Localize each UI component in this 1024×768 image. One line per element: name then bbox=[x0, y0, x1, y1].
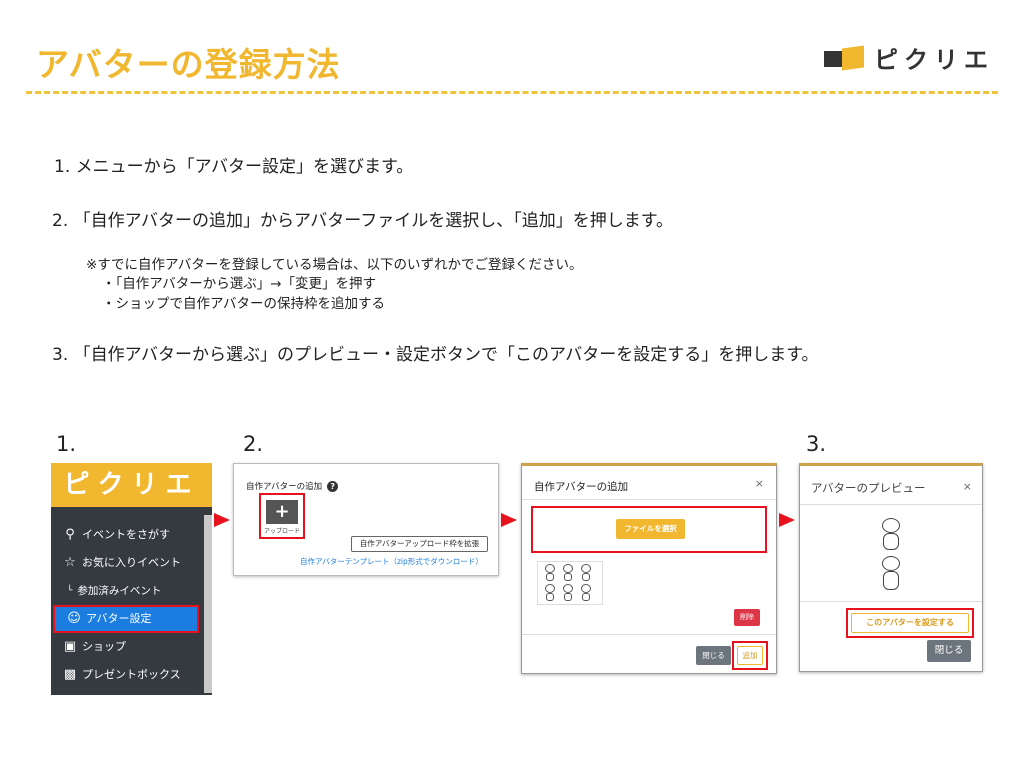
add-avatar-label: 自作アバターの追加 ? bbox=[246, 480, 339, 492]
step-3-text: 3. 「自作アバターから選ぶ」のプレビュー・設定ボタンで「このアバターを設定する… bbox=[52, 345, 819, 365]
close-button[interactable]: 閉じる bbox=[696, 646, 731, 665]
sidebar-item-joined-events[interactable]: └ 参加済みイベント bbox=[51, 577, 202, 605]
sidebar-item-label: アバター設定 bbox=[86, 612, 152, 625]
preview-title: アバターのプレビュー bbox=[811, 481, 926, 495]
note-item-2: ・ショップで自作アバターの保持枠を追加する bbox=[102, 296, 385, 312]
corner-arrow-icon: └ bbox=[67, 586, 73, 596]
sidebar-item-avatar-settings[interactable]: ☺ アバター設定 bbox=[53, 605, 199, 633]
expand-upload-slot-button[interactable]: 自作アバターアップロード枠を拡張 bbox=[351, 536, 488, 552]
avatar-sprite bbox=[542, 564, 558, 582]
file-select-highlight: ファイルを選択 bbox=[531, 506, 767, 553]
template-download-link[interactable]: 自作アバターテンプレート（zip形式でダウンロード） bbox=[300, 557, 483, 566]
user-icon: ☺ bbox=[67, 611, 81, 626]
sidebar-item-shop[interactable]: ▣ ショップ bbox=[51, 633, 202, 661]
sidebar-item-label: イベントをさがす bbox=[82, 528, 170, 541]
close-button[interactable]: 閉じる bbox=[927, 640, 971, 662]
add-button[interactable]: 追加 bbox=[737, 646, 763, 665]
star-icon: ☆ bbox=[64, 555, 76, 570]
sidebar-item-label: 参加済みイベント bbox=[77, 585, 162, 597]
gift-icon: ▩ bbox=[63, 667, 77, 682]
avatar-sprite bbox=[560, 584, 576, 602]
step-1-text: 1. メニューから「アバター設定」を選びます。 bbox=[54, 157, 414, 177]
sidebar-item-label: プレゼントボックス bbox=[82, 668, 181, 681]
close-icon[interactable]: × bbox=[754, 477, 764, 490]
upload-label: アップロード bbox=[263, 528, 300, 535]
arrow-right-icon bbox=[214, 513, 230, 527]
avatar-sprite bbox=[560, 564, 576, 582]
avatar-preview-image bbox=[878, 518, 904, 592]
avatar-sprite bbox=[578, 564, 594, 582]
add-avatar-screenshot: 自作アバターの追加 ? + アップロード 自作アバターアップロード枠を拡張 自作… bbox=[233, 463, 499, 576]
set-avatar-button[interactable]: このアバターを設定する bbox=[851, 613, 969, 633]
page-title: アバターの登録方法 bbox=[36, 45, 341, 84]
file-select-button[interactable]: ファイルを選択 bbox=[616, 519, 685, 539]
sidebar-item-search-events[interactable]: ⚲ イベントをさがす bbox=[51, 521, 202, 549]
upload-highlight: + アップロード bbox=[259, 493, 305, 539]
dialog-footer-divider bbox=[522, 634, 776, 635]
sidebar-item-label: ショップ bbox=[82, 640, 126, 653]
avatar-sprite bbox=[578, 584, 594, 602]
add-avatar-dialog-screenshot: 自作アバターの追加 × ファイルを選択 削除 閉じる 追加 bbox=[521, 463, 777, 674]
search-icon: ⚲ bbox=[65, 527, 75, 542]
figure-label-1: 1. bbox=[56, 432, 77, 456]
preview-divider bbox=[800, 504, 982, 505]
avatar-sprite bbox=[542, 584, 558, 602]
avatar-sprite-preview bbox=[537, 561, 603, 605]
close-icon[interactable]: × bbox=[962, 480, 972, 493]
figure-label-3: 3. bbox=[806, 432, 827, 456]
add-button-highlight: 追加 bbox=[732, 641, 768, 670]
title-divider bbox=[26, 91, 998, 94]
cart-icon: ▣ bbox=[63, 639, 77, 654]
sidebar-screenshot: ピクリエ ⚲ イベントをさがす ☆ お気に入りイベント └ 参加済みイベント ☺… bbox=[51, 463, 212, 695]
sidebar-logo[interactable]: ピクリエ bbox=[51, 463, 212, 507]
sidebar-item-present-box[interactable]: ▩ プレゼントボックス bbox=[51, 661, 202, 689]
delete-button[interactable]: 削除 bbox=[734, 609, 760, 626]
brand-name: ピクリエ bbox=[874, 46, 994, 74]
dialog-title: 自作アバターの追加 bbox=[534, 481, 629, 493]
sidebar-item-favorite-events[interactable]: ☆ お気に入りイベント bbox=[51, 549, 202, 577]
help-icon[interactable]: ? bbox=[327, 480, 339, 492]
avatar-preview-dialog-screenshot: アバターのプレビュー × このアバターを設定する 閉じる bbox=[799, 463, 983, 672]
arrow-right-icon bbox=[779, 513, 795, 527]
set-avatar-highlight: このアバターを設定する bbox=[846, 608, 974, 638]
dialog-divider bbox=[522, 499, 776, 500]
note-item-1: ・「自作アバターから選ぶ」→「変更」を押す bbox=[102, 276, 377, 292]
brand-logo: ピクリエ bbox=[824, 40, 994, 75]
sidebar-item-label: お気に入りイベント bbox=[82, 556, 181, 569]
upload-button[interactable]: + bbox=[266, 500, 298, 524]
book-icon bbox=[824, 44, 864, 71]
step-2-text: 2. 「自作アバターの追加」からアバターファイルを選択し、「追加」を押します。 bbox=[52, 211, 674, 231]
note-main: ※すでに自作アバターを登録している場合は、以下のいずれかでご登録ください。 bbox=[86, 257, 583, 273]
figure-label-2: 2. bbox=[243, 432, 264, 456]
arrow-right-icon bbox=[501, 513, 517, 527]
sidebar-scrollbar[interactable] bbox=[204, 515, 212, 693]
preview-footer-divider bbox=[800, 601, 982, 602]
